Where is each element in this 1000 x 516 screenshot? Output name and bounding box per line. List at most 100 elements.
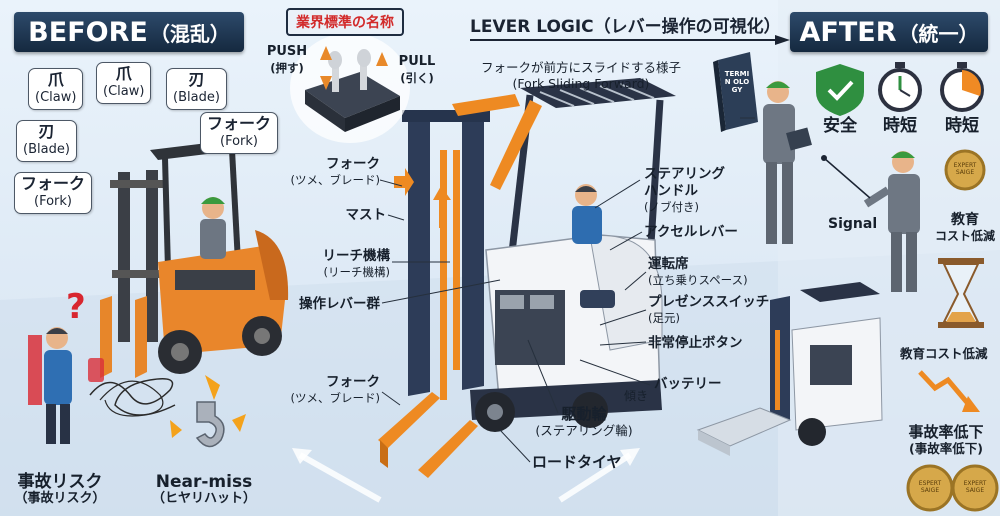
accident-risk-sub: （事故リスク） [14,491,106,506]
standard-name-badge: 業界標準の名称 [286,8,404,36]
clock-icon [940,62,984,112]
label-main: 運転席 [648,256,689,272]
label-main: アクセルレバー [644,224,738,240]
medal-text-top: EXPERT SAIGE [953,162,977,176]
accident-down-sub: (事故率低下) [909,441,983,456]
signal-worker-illustration [863,151,920,292]
term-tag-term: 刃 [188,70,205,89]
fork-slide-jp: フォークが前方にスライドする様子 [480,60,681,75]
label-presence-switch: プレゼンススイッチ (足元) [648,294,769,326]
term-tag-term: 爪 [47,70,64,89]
push-main: PUSH [266,44,308,59]
label-main: フォーク [326,156,380,172]
after-header-main: AFTER [799,16,897,48]
label-mast: マスト [300,207,387,223]
term-tag-en: (Fork) [220,134,258,149]
term-tag-en: (Blade) [173,90,220,105]
icon-label-text: 時短 [945,116,979,136]
term-tag-claw-2: 爪(Claw) [96,62,152,104]
label-control-levers: 操作レバー群 [270,296,380,312]
education-cost-reduction-label: 教育コスト低減 [900,346,988,362]
before-header: BEFORE（混乱） [14,12,244,52]
svg-text:?: ? [66,287,86,327]
icon-label-time-2: 時短 [940,116,984,136]
confused-worker-illustration: ? [44,287,86,444]
decline-chart-icon [918,370,980,412]
label-tilt: 傾き [624,388,648,404]
label-accelerator: アクセルレバー [644,224,738,240]
label-sub: (足元) [648,311,680,325]
terminology-book-icon [713,52,758,132]
push-label: PUSH (押す) [262,44,312,76]
label-sub: (ツメ、ブレード) [290,173,380,187]
term-tag-fork-2: フォーク(Fork) [14,172,93,214]
label-battery: バッテリー [654,376,722,392]
medal-text-left: ESPERT SAIGE [918,480,942,494]
label-main: ステアリング [644,166,725,182]
label-fork-lower: フォーク (ツメ、ブレード) [270,374,380,406]
stopwatch-icon [878,62,922,112]
term-tag-term: フォーク [207,114,272,133]
education-cost-text: 教育コスト低減 [900,346,988,361]
terminology-book-label: TERMIN OLOGY [724,70,750,94]
icon-label-time-1: 時短 [878,118,922,135]
before-header-main: BEFORE [28,16,148,48]
signal-text: Signal [828,216,878,232]
expert-medal-icon [906,149,999,512]
education-sub: コスト低減 [934,229,995,243]
education-main: 教育 [951,212,979,228]
education-label: 教育 コスト低減 [932,212,998,244]
label-handle: ハンドル (ノブ付き) [644,183,699,215]
label-emergency-stop: 非常停止ボタン [648,335,743,351]
after-forklift-illustration [696,282,883,456]
accident-rate-down-label: 事故率低下 (事故率低下) [894,424,998,457]
label-sub: (リーチ機構) [323,265,390,279]
label-main: 操作レバー群 [299,296,380,312]
accident-down-main: 事故率低下 [908,423,984,441]
reach-forklift-illustration [378,78,676,478]
instructor-worker-illustration [763,81,812,244]
term-tag-term: 刃 [38,122,55,141]
shield-check-icon [816,64,864,116]
label-fork-upper: フォーク (ツメ、ブレード) [272,156,380,188]
label-reach-mechanism: リーチ機構 (リーチ機構) [296,248,391,280]
term-tag-blade-2: 刃(Blade) [16,120,77,162]
fork-slide-en: (Fork Sliding Forward) [512,76,650,91]
term-tag-en: (Fork) [34,194,72,209]
medal-text-right: EXPERT SAIGE [963,480,987,494]
term-tag-en: (Claw) [103,84,145,99]
label-drive-wheel: 駆動輪 (ステアリング輪) [524,406,644,439]
label-sub: (ツメ、ブレード) [290,391,380,405]
label-main: プレゼンススイッチ [648,294,770,310]
lever-logic-title: LEVER LOGIC（レバー操作の可視化） [470,17,781,37]
label-sub: (ノブ付き) [644,200,699,214]
pull-main: PULL [398,54,436,69]
fork-slide-caption: フォークが前方にスライドする様子 (Fork Sliding Forward) [470,60,692,92]
before-header-sub: （混乱） [149,21,230,46]
term-tag-term: フォーク [21,174,86,193]
accident-risk-main: 事故リスク [17,472,103,492]
drive-wheel-main: 駆動輪 [561,405,607,423]
label-main: バッテリー [654,376,722,392]
after-header-sub: （統一） [898,21,979,46]
label-main: 傾き [624,389,649,403]
label-main: フォーク [326,374,380,390]
label-main: 非常停止ボタン [648,335,743,351]
term-tag-fork-1: フォーク(Fork) [200,112,279,154]
load-tire-main: ロードタイヤ [532,453,622,471]
term-tag-blade-1: 刃(Blade) [166,68,227,110]
near-miss-label: Near-miss （ヒヤリハット） [152,474,256,507]
icon-label-safety: 安全 [818,118,862,135]
pull-label: PULL (引く) [394,54,440,86]
label-main: リーチ機構 [322,248,391,264]
drive-wheel-sub: (ステアリング輪) [535,423,633,438]
label-main: マスト [345,207,387,223]
near-miss-main: Near-miss [155,472,253,492]
term-tag-en: (Claw) [35,90,77,105]
term-tag-term: 爪 [115,64,132,83]
label-load-tire: ロードタイヤ [532,454,622,470]
hook-near-miss-icon [170,375,246,448]
label-steering: ステアリング [644,166,725,182]
signal-label: Signal [828,216,877,232]
lever-control-illustration [290,33,410,143]
